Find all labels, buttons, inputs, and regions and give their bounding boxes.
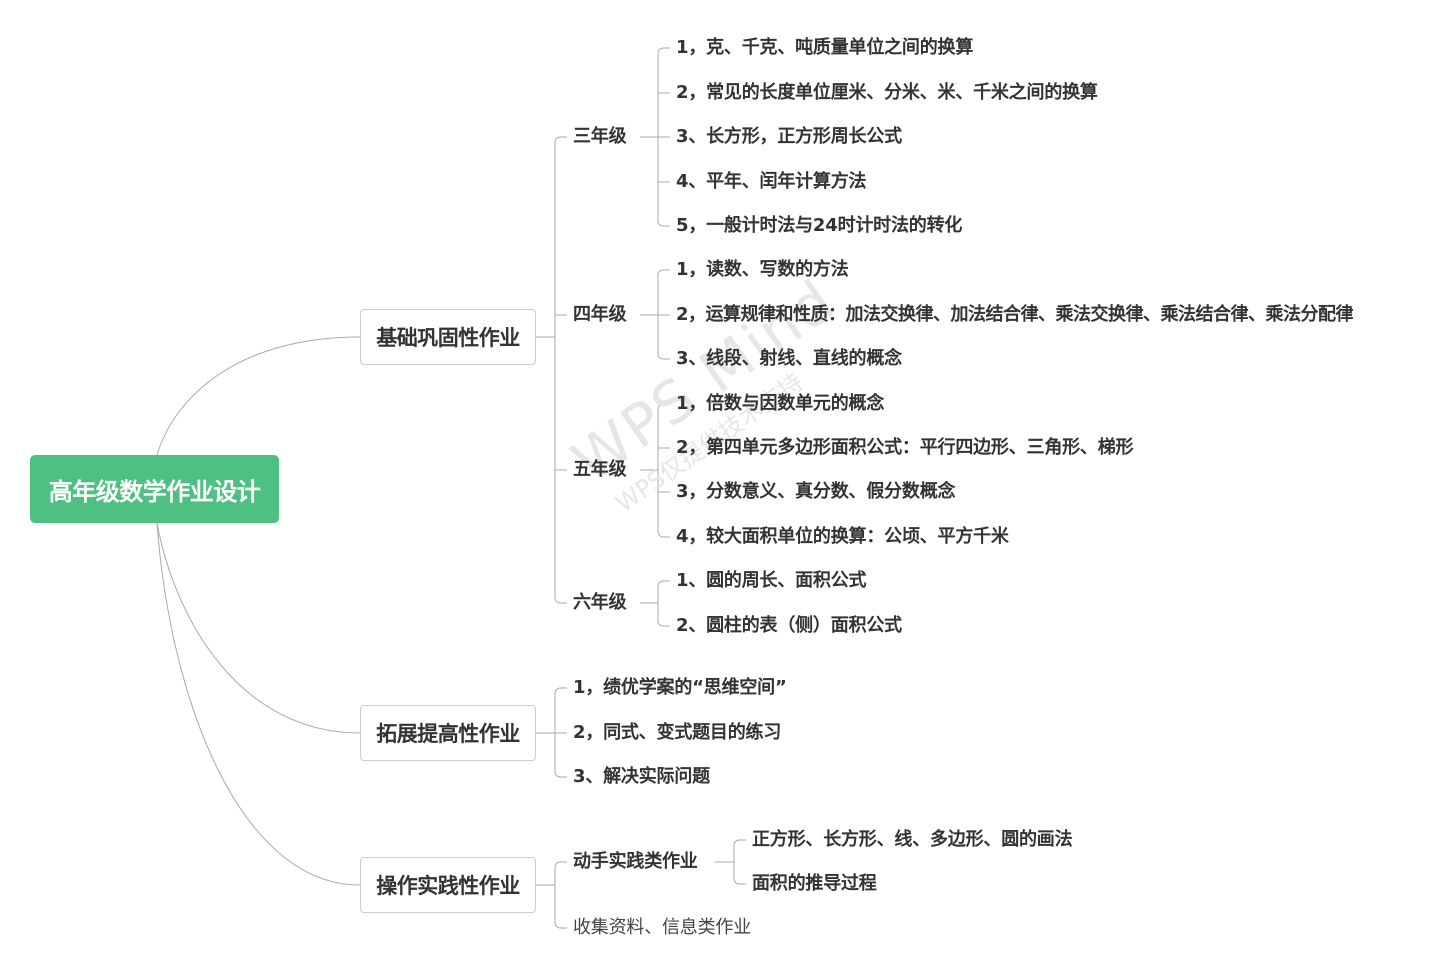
grade-4-topic[interactable]: 四年级 (573, 304, 627, 325)
grade-3-item[interactable]: 2，常见的长度单位厘米、分米、米、千米之间的换算 (676, 82, 1098, 103)
grade-6-item[interactable]: 1、圆的周长、面积公式 (676, 570, 867, 591)
item-bracket (657, 269, 670, 277)
grade-3-topic[interactable]: 三年级 (573, 126, 627, 147)
hands-on-item[interactable]: 面积的推导过程 (752, 873, 877, 894)
grade-3-item[interactable]: 3、长方形，正方形周长公式 (676, 126, 902, 147)
root-connector (156, 336, 361, 456)
grade-4-item[interactable]: 2，运算规律和性质：加法交换律、加法结合律、乘法交换律、乘法结合律、乘法分配律 (676, 304, 1354, 325)
grade-5-item[interactable]: 1，倍数与因数单元的概念 (676, 393, 885, 414)
item-bracket (554, 921, 567, 929)
grade-3-item[interactable]: 5，一般计时法与24时计时法的转化 (676, 215, 963, 236)
item-bracket (733, 877, 746, 885)
grade-4-item[interactable]: 1，读数、写数的方法 (676, 259, 849, 280)
item-bracket (554, 770, 567, 778)
info-collection-topic[interactable]: 收集资料、信息类作业 (573, 917, 751, 938)
grade-3-item[interactable]: 4、平年、闰年计算方法 (676, 171, 867, 192)
item-bracket (657, 352, 670, 360)
topic-basic-consolidation[interactable]: 基础巩固性作业 (360, 309, 536, 365)
root-topic[interactable]: 高年级数学作业设计 (30, 455, 279, 523)
grade-bracket (554, 596, 567, 604)
item-bracket (554, 861, 567, 869)
item-bracket (733, 839, 746, 847)
hands-on-item[interactable]: 正方形、长方形、线、多边形、圆的画法 (752, 829, 1073, 850)
grade-5-item[interactable]: 3，分数意义、真分数、假分数概念 (676, 481, 956, 502)
item-bracket (657, 219, 670, 227)
grade-5-topic[interactable]: 五年级 (573, 459, 627, 480)
root-connector (156, 522, 361, 886)
item-bracket (657, 619, 670, 627)
root-connector (156, 522, 361, 734)
extension-item[interactable]: 2，同式、变式题目的练习 (573, 722, 782, 743)
item-bracket (554, 687, 567, 695)
item-bracket (657, 580, 670, 588)
extension-item[interactable]: 1，绩优学案的“思维空间” (573, 677, 787, 698)
topic-extension-improvement[interactable]: 拓展提高性作业 (360, 705, 536, 761)
hands-on-topic[interactable]: 动手实践类作业 (573, 851, 698, 872)
grade-6-item[interactable]: 2、圆柱的表（侧）面积公式 (676, 615, 902, 636)
extension-item[interactable]: 3、解决实际问题 (573, 766, 710, 787)
item-bracket (657, 403, 670, 411)
item-bracket (657, 47, 670, 55)
grade-5-item[interactable]: 4，较大面积单位的换算：公顷、平方千米 (676, 526, 1009, 547)
grade-bracket (554, 136, 567, 144)
grade-4-item[interactable]: 3、线段、射线、直线的概念 (676, 348, 902, 369)
topic-hands-on-practice[interactable]: 操作实践性作业 (360, 857, 536, 913)
item-bracket (657, 530, 670, 538)
grade-5-item[interactable]: 2，第四单元多边形面积公式：平行四边形、三角形、梯形 (676, 437, 1134, 458)
grade-6-topic[interactable]: 六年级 (573, 592, 627, 613)
grade-3-item[interactable]: 1，克、千克、吨质量单位之间的换算 (676, 37, 974, 58)
